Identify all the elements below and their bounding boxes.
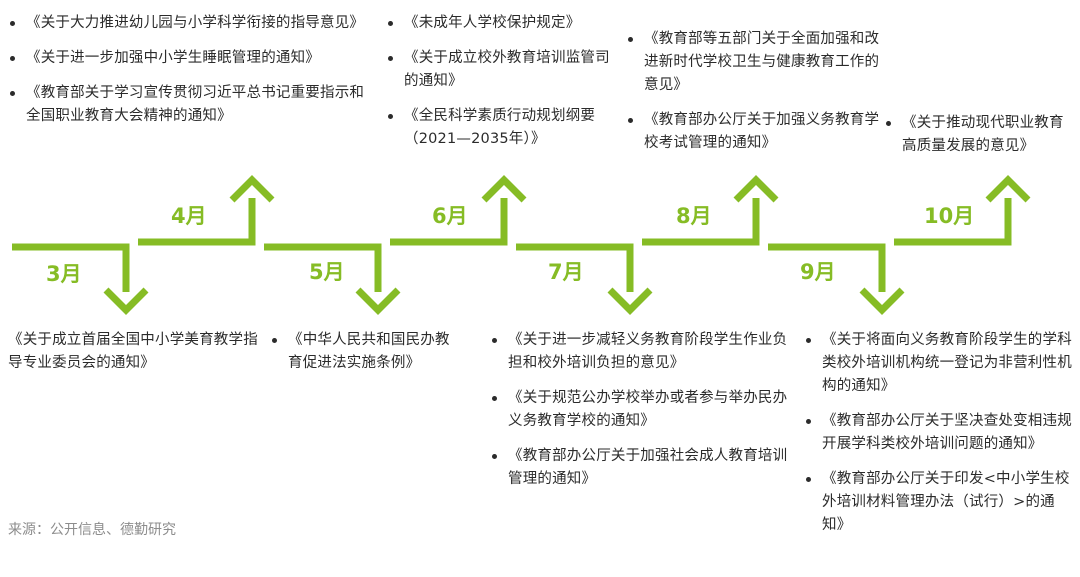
arrow-down-9 xyxy=(859,287,905,315)
month-label-6: 6月 xyxy=(432,204,468,228)
timeline-segment-7 xyxy=(516,243,634,292)
bottom-group-jul: 《关于进一步减轻义务教育阶段学生作业负担和校外培训负担的意见》 《关于规范公办学… xyxy=(492,329,788,503)
month-label-5: 5月 xyxy=(309,260,345,284)
month-label-8: 8月 xyxy=(676,204,712,228)
doc-item: 《教育部办公厅关于坚决查处变相违规开展学科类校外培训问题的通知》 xyxy=(806,410,1074,456)
arrow-down-5 xyxy=(355,287,401,315)
month-label-7: 7月 xyxy=(548,260,584,284)
timeline-segment-9 xyxy=(768,243,886,292)
top-group-aug: 《教育部等五部门关于全面加强和改进新时代学校卫生与健康教育工作的意见》 《教育部… xyxy=(628,28,880,167)
timeline-segment-4 xyxy=(138,198,256,246)
bottom-group-mar: 《关于成立首届全国中小学美育教学指导专业委员会的通知》 xyxy=(8,329,260,387)
doc-item: 《中华人民共和国民办教育促进法实施条例》 xyxy=(272,329,452,375)
doc-item: 《关于成立校外教育培训监管司的通知》 xyxy=(388,47,618,93)
doc-item: 《全民科学素质行动规划纲要（2021—2035年）》 xyxy=(388,105,618,151)
doc-item: 《关于进一步减轻义务教育阶段学生作业负担和校外培训负担的意见》 xyxy=(492,329,788,375)
top-group-oct: 《关于推动现代职业教育高质量发展的意见》 xyxy=(886,112,1074,170)
bottom-group-may: 《中华人民共和国民办教育促进法实施条例》 xyxy=(272,329,452,387)
doc-item: 《教育部关于学习宣传贯彻习近平总书记重要指示和全国职业教育大会精神的通知》 xyxy=(10,82,366,128)
doc-item: 《关于大力推进幼儿园与小学科学衔接的指导意见》 xyxy=(10,12,366,35)
top-group-jun: 《未成年人学校保护规定》 《关于成立校外教育培训监管司的通知》 《全民科学素质行… xyxy=(388,12,618,163)
timeline-segment-6 xyxy=(390,198,508,246)
doc-item: 《未成年人学校保护规定》 xyxy=(388,12,618,35)
doc-item: 《关于规范公办学校举办或者参与举办民办义务教育学校的通知》 xyxy=(492,387,788,433)
arrow-up-10 xyxy=(985,175,1031,203)
doc-item: 《关于将面向义务教育阶段学生的学科类校外培训机构统一登记为非营利性机构的通知》 xyxy=(806,329,1074,398)
source-note: 来源：公开信息、德勤研究 xyxy=(8,522,176,538)
doc-item: 《教育部办公厅关于加强义务教育学校考试管理的通知》 xyxy=(628,109,880,155)
arrow-up-4 xyxy=(229,175,275,203)
doc-item: 《关于推动现代职业教育高质量发展的意见》 xyxy=(886,112,1074,158)
arrow-down-7 xyxy=(607,287,653,315)
month-label-4: 4月 xyxy=(171,204,207,228)
arrow-up-8 xyxy=(733,175,779,203)
month-label-3: 3月 xyxy=(46,262,82,286)
timeline-segment-5 xyxy=(264,243,382,292)
timeline-segment-10 xyxy=(894,198,1012,246)
doc-item: 《关于成立首届全国中小学美育教学指导专业委员会的通知》 xyxy=(8,332,258,371)
doc-item: 《教育部等五部门关于全面加强和改进新时代学校卫生与健康教育工作的意见》 xyxy=(628,28,880,97)
doc-item: 《教育部办公厅关于印发<中小学生校外培训材料管理办法（试行）>的通知》 xyxy=(806,468,1074,537)
top-group-mar-apr: 《关于大力推进幼儿园与小学科学衔接的指导意见》 《关于进一步加强中小学生睡眠管理… xyxy=(10,12,366,140)
month-label-9: 9月 xyxy=(800,260,836,284)
bottom-group-sep: 《关于将面向义务教育阶段学生的学科类校外培训机构统一登记为非营利性机构的通知》 … xyxy=(806,329,1074,549)
doc-item: 《教育部办公厅关于加强社会成人教育培训管理的通知》 xyxy=(492,445,788,491)
timeline-segment-3 xyxy=(12,243,130,292)
doc-item: 《关于进一步加强中小学生睡眠管理的通知》 xyxy=(10,47,366,70)
arrow-down-3 xyxy=(103,287,149,315)
month-label-10: 10月 xyxy=(924,204,975,228)
arrow-up-6 xyxy=(481,175,527,203)
timeline-segment-8 xyxy=(642,198,760,246)
